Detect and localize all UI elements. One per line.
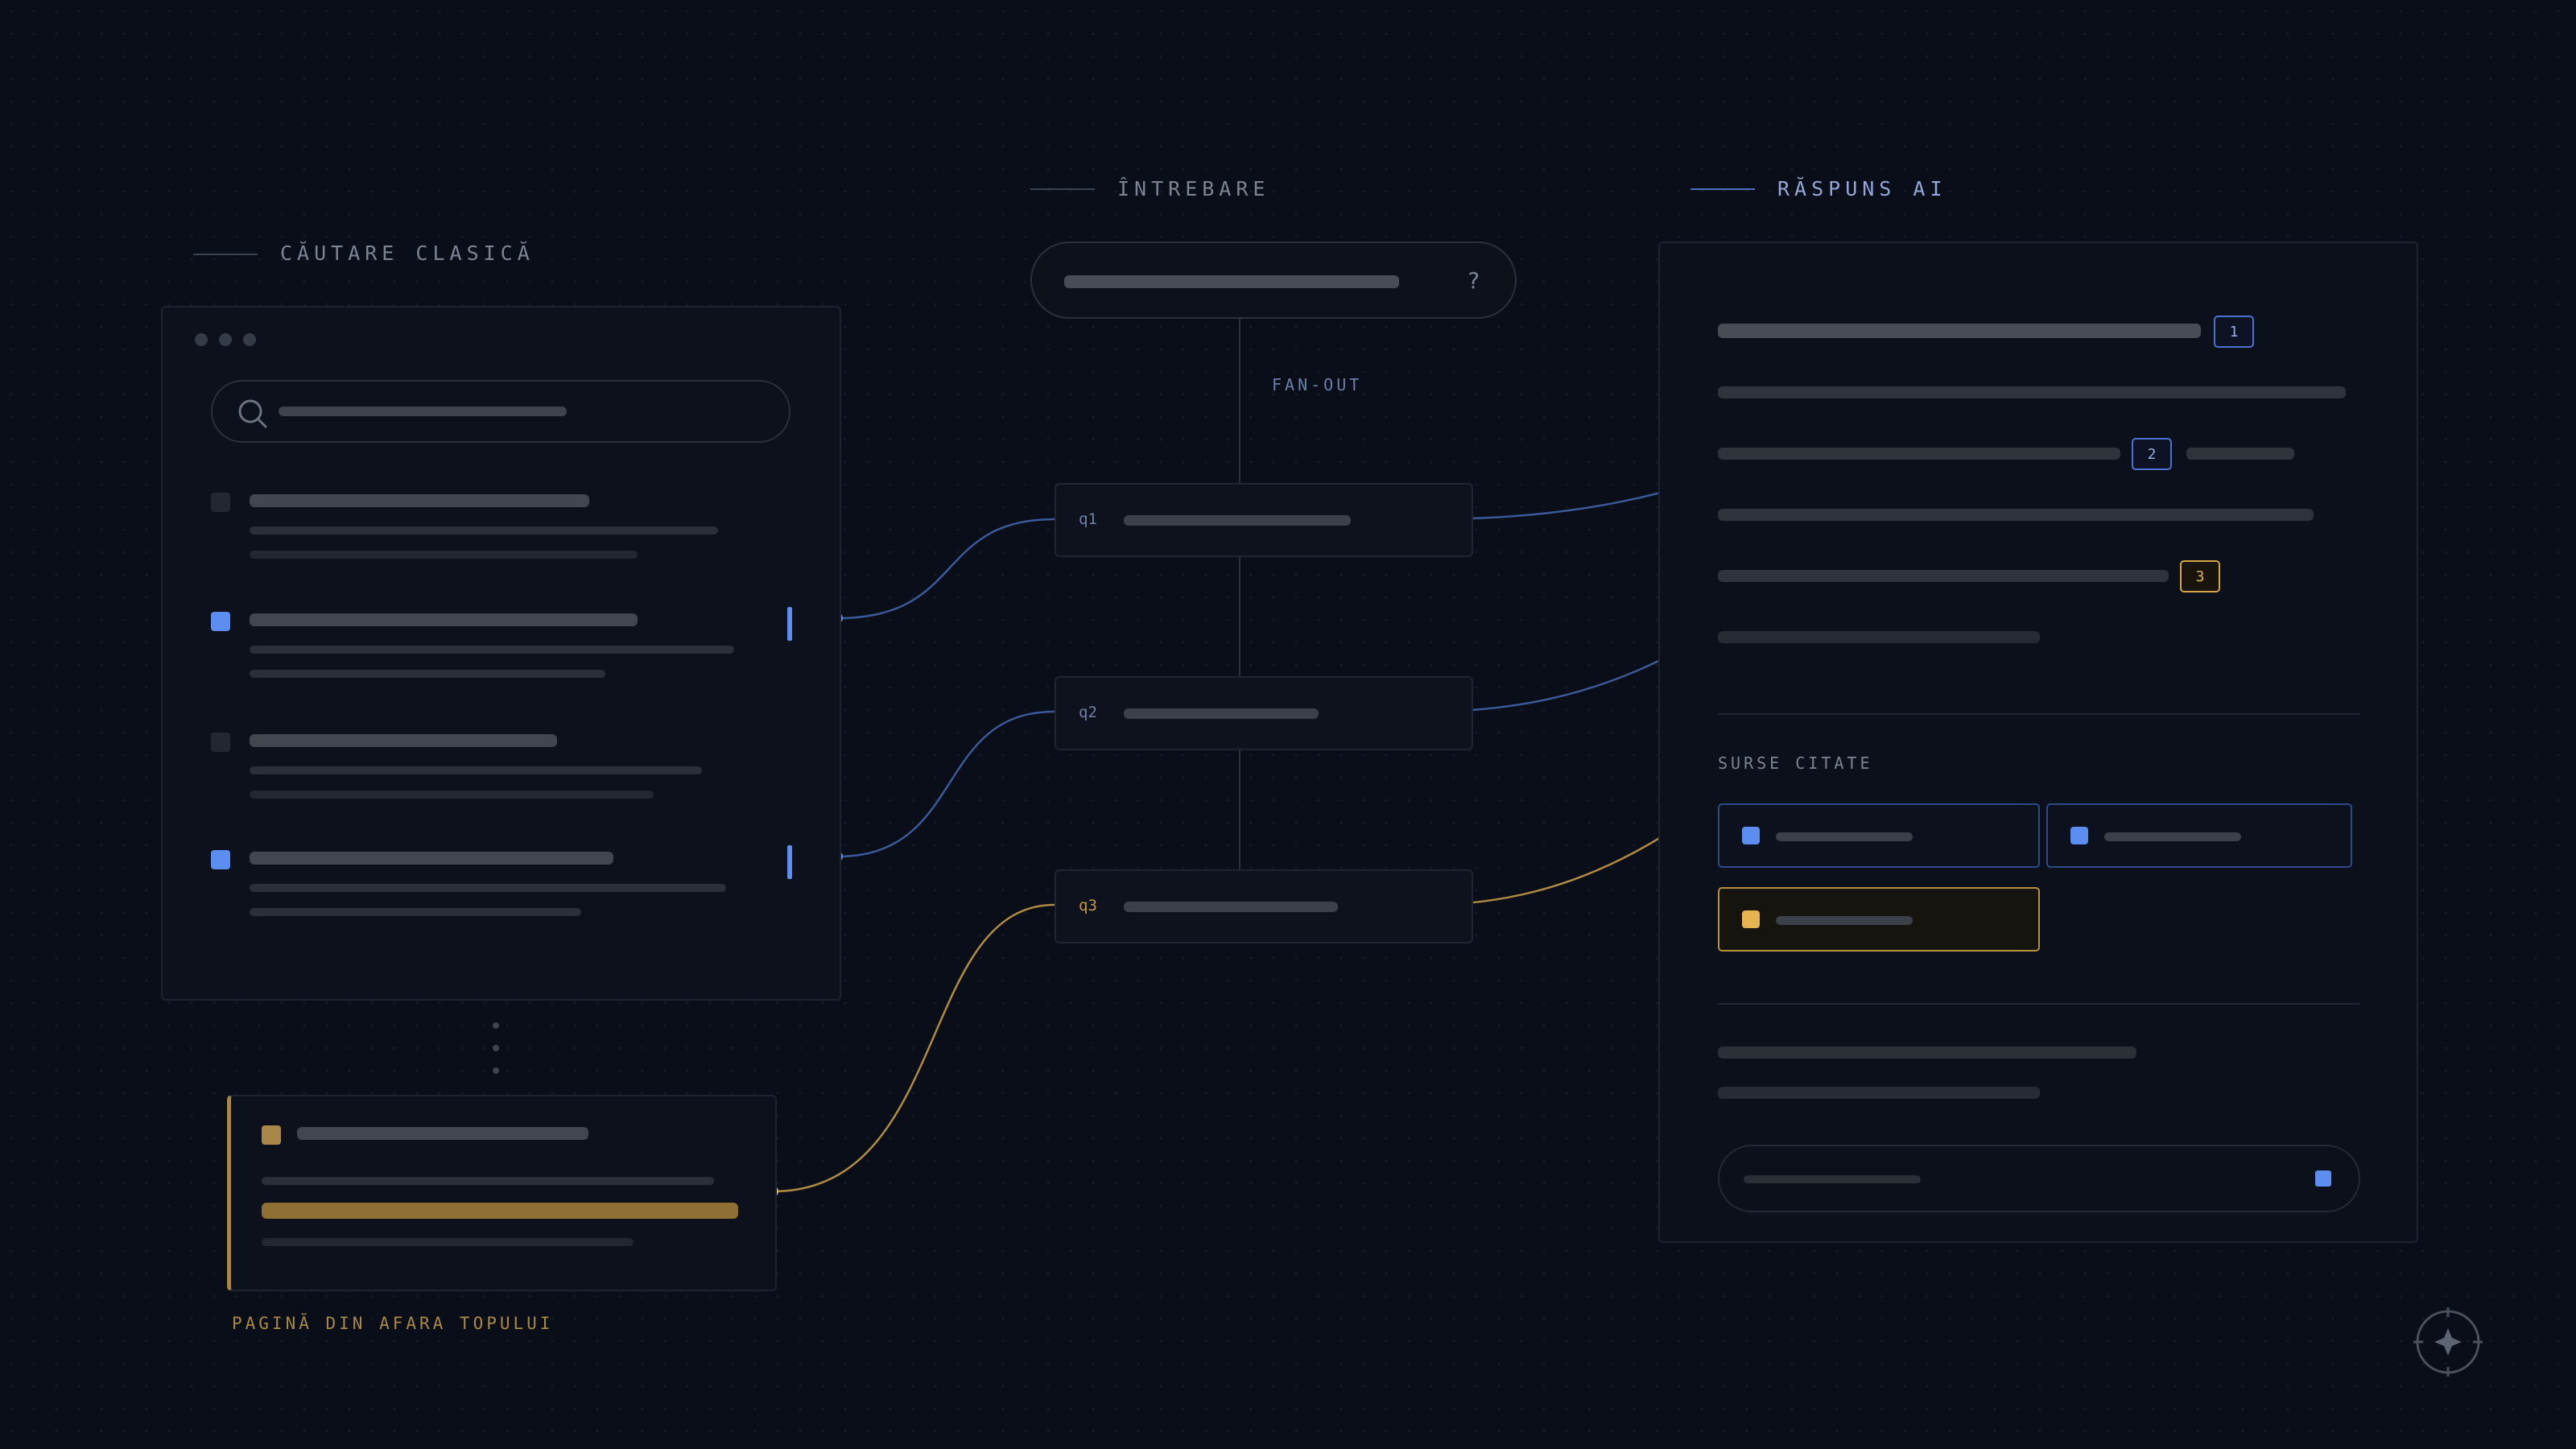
result-snippet: [250, 908, 581, 916]
result-favicon: [211, 850, 230, 869]
heading-rule: [1030, 188, 1095, 190]
followup-placeholder: [1744, 1175, 1921, 1183]
outside-top-page-card[interactable]: [227, 1095, 777, 1291]
sub-query-text: [1124, 515, 1351, 526]
source-favicon: [2070, 827, 2088, 844]
search-query-placeholder: [279, 407, 567, 416]
source-title: [2104, 832, 2241, 841]
result-title: [250, 494, 589, 507]
cited-marker: [787, 845, 792, 879]
result-title: [250, 734, 557, 747]
sources-label: SURSE CITATE: [1718, 753, 1873, 773]
sub-query-label: q1: [1079, 510, 1097, 528]
link-result-q2: [836, 710, 1055, 858]
citation-badge-2[interactable]: 2: [2132, 438, 2172, 470]
result-favicon: [211, 493, 230, 512]
ellipsis-dot: [493, 1067, 499, 1074]
result-snippet: [250, 766, 702, 774]
result-snippet: [250, 791, 654, 799]
compass-icon[interactable]: [2412, 1306, 2484, 1378]
outside-top-label: PAGINĂ DIN AFARA TOPULUI: [232, 1314, 554, 1333]
citation-badge-1[interactable]: 1: [2214, 316, 2254, 348]
followup-input[interactable]: [1718, 1145, 2360, 1212]
sub-query-label: q3: [1079, 897, 1097, 914]
source-card[interactable]: [1718, 803, 2040, 868]
question-text-placeholder: [1064, 275, 1399, 288]
result-snippet: [250, 884, 726, 892]
citation-badge-3[interactable]: 3: [2180, 560, 2220, 592]
answer-line: [2186, 448, 2294, 460]
question-icon: ?: [1467, 267, 1480, 294]
footer-line: [1718, 1087, 2040, 1099]
source-title: [1776, 832, 1913, 841]
window-dot: [243, 333, 256, 346]
result-snippet: [250, 670, 605, 678]
search-icon: [238, 399, 267, 428]
browser-window: [161, 306, 841, 1001]
footer-line: [1718, 1046, 2136, 1059]
result-snippet: [250, 526, 718, 535]
source-title: [1776, 916, 1913, 925]
page-snippet: [262, 1238, 634, 1246]
source-favicon: [1742, 910, 1760, 928]
send-button[interactable]: [2315, 1170, 2331, 1187]
answer-line: [1718, 386, 2346, 398]
source-favicon: [1742, 827, 1760, 844]
ellipsis-dot: [493, 1045, 499, 1051]
ai-answer-heading: RĂSPUNS AI: [1777, 177, 1947, 200]
sub-query-label: q2: [1079, 704, 1097, 721]
source-card-outside[interactable]: [1718, 887, 2040, 952]
window-dot: [195, 333, 208, 346]
sub-query-q2[interactable]: q2: [1055, 676, 1473, 750]
answer-line: [1718, 570, 2169, 582]
search-input[interactable]: [211, 380, 791, 443]
question-heading: ÎNTREBARE: [1117, 177, 1270, 200]
page-favicon: [262, 1125, 281, 1145]
fanout-trunk: [1239, 319, 1241, 869]
result-snippet: [250, 646, 734, 654]
result-favicon: [211, 612, 230, 631]
answer-line: [1718, 324, 2201, 338]
ai-answer-panel: 1 2 3 SURSE CITATE: [1658, 242, 2418, 1243]
question-input[interactable]: ?: [1030, 242, 1517, 319]
result-title: [250, 613, 638, 626]
source-card[interactable]: [2046, 803, 2352, 868]
answer-line: [1718, 448, 2120, 460]
sub-query-text: [1124, 708, 1319, 719]
ellipsis-dot: [493, 1022, 499, 1029]
answer-line: [1718, 509, 2314, 521]
highlighted-passage: [262, 1203, 738, 1219]
sub-query-q1[interactable]: q1: [1055, 483, 1473, 557]
cited-marker: [787, 607, 792, 641]
heading-rule: [193, 254, 258, 255]
page-snippet: [262, 1177, 714, 1185]
link-result-q1: [836, 518, 1055, 620]
result-title: [250, 852, 613, 865]
fanout-label: FAN-OUT: [1272, 375, 1363, 394]
divider: [1718, 1003, 2360, 1005]
page-title: [297, 1127, 588, 1140]
classic-search-heading: CĂUTARE CLASICĂ: [280, 242, 535, 265]
answer-line: [1718, 631, 2040, 643]
result-snippet: [250, 551, 638, 559]
sub-query-text: [1124, 902, 1338, 912]
divider: [1718, 713, 2360, 715]
window-dot: [219, 333, 232, 346]
heading-rule: [1690, 188, 1755, 190]
sub-query-q3[interactable]: q3: [1055, 869, 1473, 943]
result-favicon: [211, 733, 230, 752]
